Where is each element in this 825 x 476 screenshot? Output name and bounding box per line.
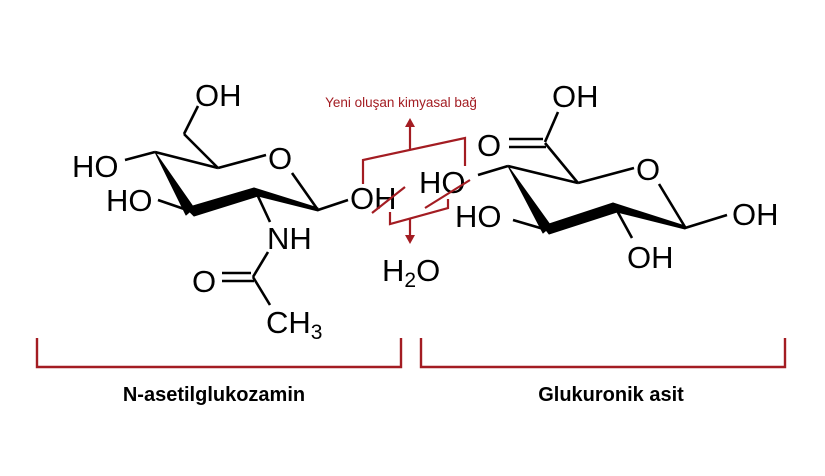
water-label: H2O (382, 253, 440, 292)
c4-ho-bond (124, 150, 156, 162)
c2-c1-wedge (253, 187, 319, 212)
carbonyl-o-label: O (192, 264, 216, 299)
carboxyl-oh-label: OH (552, 79, 599, 114)
c4-c5-bond (154, 150, 219, 170)
c1-oh-bond-right (684, 213, 728, 230)
c5-ring-o-bond (217, 153, 267, 170)
right-molecule-bracket (419, 338, 787, 369)
c6-oh-label: OH (195, 78, 242, 113)
c4-ho-bond-right (477, 164, 509, 177)
ring-o-label: O (268, 141, 292, 176)
ring-o-label-right: O (636, 152, 660, 187)
carboxyl-oh-bond (543, 111, 560, 143)
left-molecule-name: N-asetilglukozamin (123, 384, 305, 406)
c4-ho-label-right: HO (419, 165, 466, 200)
right-molecule-name: Glukuronik asit (538, 384, 684, 406)
c6-oh-bond (182, 105, 200, 135)
glucuronic-acid-structure: OH O HO O HO OH OH (419, 79, 779, 275)
c5-ring-o-bond-right (577, 166, 635, 185)
up-arrow-icon (405, 118, 415, 127)
left-molecule-bracket (35, 338, 403, 369)
c3-c2-wedge-right (542, 202, 618, 235)
c4-ho-label: HO (72, 149, 119, 184)
new-bond-bracket (361, 136, 467, 184)
c6-c5-bond (183, 133, 219, 169)
n-acetylglucosamine-structure: OH O HO HO OH NH O CH3 (72, 78, 397, 344)
c2-c1-wedge-right (612, 202, 686, 230)
new-bond-label: Yeni oluşan kimyasal bağ (325, 95, 477, 110)
molecule-captions: N-asetilglukozamin Glukuronik asit (35, 338, 787, 406)
reaction-annotation: Yeni oluşan kimyasal bağ H2O (325, 95, 477, 292)
c1-oh-label-right: OH (732, 197, 779, 232)
c3-c2-wedge (185, 187, 259, 217)
down-arrow-icon (405, 235, 415, 244)
ring-o-c1-bond-right (657, 183, 687, 228)
carboxyl-c5-bond (543, 142, 580, 184)
carbonyl-methyl-bond (251, 276, 272, 306)
methyl-label: CH3 (266, 305, 322, 344)
oh-strike-line (371, 186, 406, 214)
c3-ho-label: HO (106, 183, 153, 218)
nh-label: NH (267, 221, 312, 256)
carboxyl-o-label: O (477, 128, 501, 163)
c3-ho-label-right: HO (455, 199, 502, 234)
c2-nh-bond (254, 191, 272, 223)
ring-o-c1-bond (290, 172, 320, 211)
c1-oh-bond (317, 198, 349, 212)
water-bracket (388, 199, 450, 226)
nh-carbonyl-bond (251, 251, 270, 278)
c2-oh-label-right: OH (627, 240, 674, 275)
c4-c5-bond-right (507, 164, 579, 185)
ho-strike-line (424, 179, 471, 209)
